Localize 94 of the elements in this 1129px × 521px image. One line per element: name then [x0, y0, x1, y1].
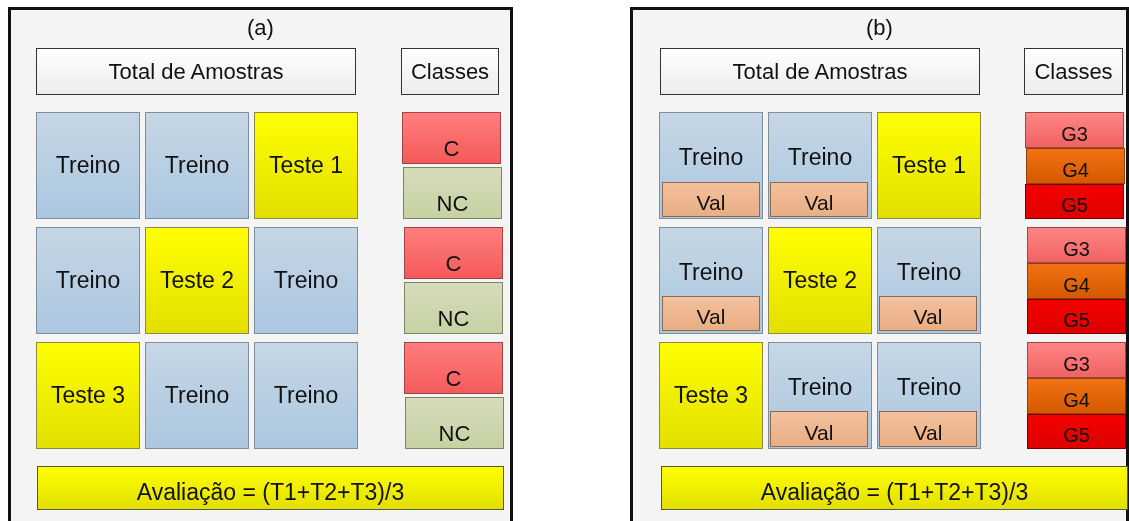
class-label: NC [436, 189, 469, 217]
class-label: G5 [1061, 193, 1088, 218]
training-block [36, 227, 140, 334]
class-label: G5 [1063, 423, 1090, 448]
class-block [1027, 342, 1126, 378]
validation-block [662, 296, 760, 331]
class-block [1025, 112, 1124, 148]
block-label: Teste 1 [891, 151, 967, 180]
formula-text: Avaliação = (T1+T2+T3)/3 [136, 478, 405, 507]
header-text: Classes [410, 57, 490, 86]
class-label: C [445, 249, 462, 277]
test-block [36, 342, 140, 449]
validation-block [662, 182, 760, 217]
header-box [401, 48, 499, 95]
class-label: NC [438, 419, 471, 447]
class-label: NC [437, 304, 470, 332]
block-label: Treino [273, 381, 339, 410]
class-block [402, 112, 501, 164]
header-text: Classes [1034, 57, 1113, 86]
training-block [254, 227, 358, 334]
class-block [1027, 414, 1126, 449]
class-block [1027, 227, 1126, 263]
class-label: G3 [1061, 122, 1088, 147]
block-label: Val [696, 303, 726, 330]
block-label: Treino [787, 143, 853, 172]
panel-frame [630, 7, 1129, 521]
class-block [1027, 263, 1126, 299]
block-label: Val [804, 189, 834, 216]
header-text: Total de Amostras [108, 57, 284, 86]
test-block [254, 112, 358, 219]
training-block [768, 112, 872, 219]
validation-block [879, 296, 977, 331]
training-block [145, 342, 249, 449]
training-block [659, 227, 763, 334]
block-label: Val [913, 419, 943, 446]
training-block [659, 112, 763, 219]
class-block [1027, 299, 1126, 334]
block-label: Treino [164, 381, 230, 410]
block-label: Treino [678, 258, 744, 287]
class-label: G4 [1063, 273, 1090, 298]
class-label: G5 [1063, 308, 1090, 333]
block-label: Val [913, 303, 943, 330]
block-label: Treino [678, 143, 744, 172]
block-label: Val [804, 419, 834, 446]
class-block [403, 167, 502, 219]
validation-block [770, 411, 868, 447]
training-block [768, 342, 872, 449]
class-label: C [443, 134, 460, 162]
class-block [1027, 378, 1126, 414]
block-label: Treino [273, 266, 339, 295]
class-block [404, 342, 503, 394]
class-label: G4 [1062, 158, 1089, 183]
formula-text: Avaliação = (T1+T2+T3)/3 [760, 478, 1029, 507]
block-label: Teste 3 [50, 381, 126, 410]
block-label: Treino [787, 373, 853, 402]
class-label: G3 [1063, 352, 1090, 377]
panel-frame [8, 7, 513, 521]
training-block [36, 112, 140, 219]
test-block [877, 112, 981, 219]
test-block [768, 227, 872, 334]
class-block [404, 227, 503, 279]
class-block [404, 282, 503, 334]
header-box [36, 48, 356, 95]
block-label: Treino [164, 151, 230, 180]
block-label: Teste 2 [782, 266, 858, 295]
block-label: Treino [55, 266, 121, 295]
block-label: Teste 1 [268, 151, 344, 180]
block-label: Val [696, 189, 726, 216]
block-label: Teste 2 [159, 266, 235, 295]
class-block [1025, 184, 1124, 219]
evaluation-bar [37, 466, 504, 510]
validation-block [879, 411, 977, 447]
class-label: G4 [1063, 388, 1090, 413]
panel-label: (b) [866, 14, 893, 42]
block-label: Treino [896, 258, 962, 287]
block-label: Treino [55, 151, 121, 180]
class-block [1026, 148, 1125, 184]
header-box [660, 48, 980, 95]
header-text: Total de Amostras [732, 57, 908, 86]
block-label: Treino [896, 373, 962, 402]
class-label: G3 [1063, 237, 1090, 262]
panel-label: (a) [247, 14, 274, 42]
test-block [659, 342, 763, 449]
class-label: C [445, 364, 462, 392]
class-block [405, 397, 504, 449]
validation-block [770, 182, 868, 217]
block-label: Teste 3 [673, 381, 749, 410]
evaluation-bar [661, 466, 1128, 510]
header-box [1024, 48, 1123, 95]
training-block [145, 112, 249, 219]
test-block [145, 227, 249, 334]
training-block [877, 227, 981, 334]
training-block [877, 342, 981, 449]
training-block [254, 342, 358, 449]
